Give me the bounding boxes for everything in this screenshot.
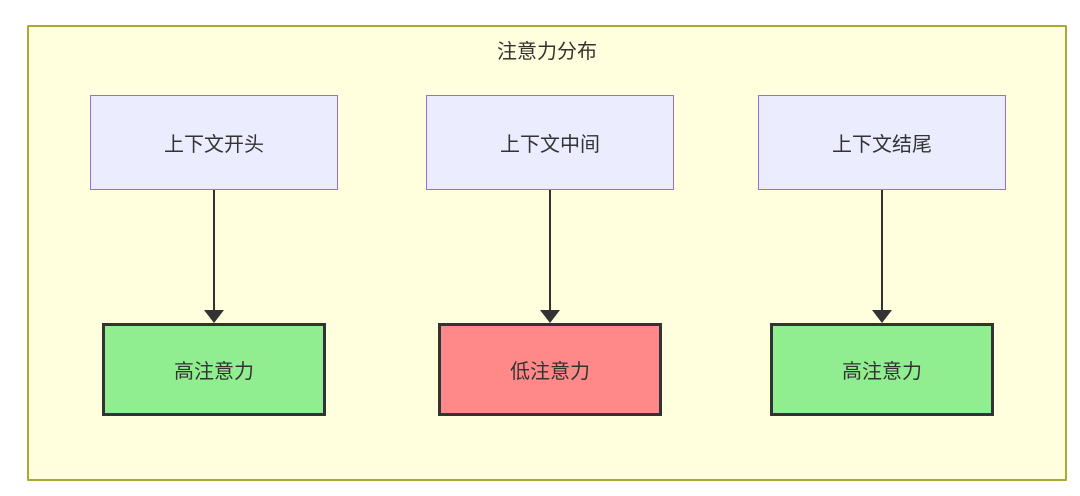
- arrow-line: [213, 190, 215, 310]
- node-context-start: 上下文开头: [90, 95, 338, 190]
- arrow-down: [204, 190, 224, 323]
- flow-column-context-middle: 上下文中间 低注意力: [426, 95, 674, 416]
- node-context-middle-label: 上下文中间: [500, 132, 600, 156]
- arrowhead-icon: [872, 310, 892, 323]
- arrow-line: [549, 190, 551, 310]
- arrowhead-icon: [540, 310, 560, 323]
- diagram-title: 注意力分布: [497, 39, 597, 63]
- node-high-attention-right: 高注意力: [770, 323, 994, 416]
- node-high-attention-right-label: 高注意力: [842, 359, 922, 383]
- node-context-middle: 上下文中间: [426, 95, 674, 190]
- arrowhead-icon: [204, 310, 224, 323]
- node-context-end-label: 上下文结尾: [832, 132, 932, 156]
- node-context-end: 上下文结尾: [758, 95, 1006, 190]
- node-high-attention-left-label: 高注意力: [174, 359, 254, 383]
- arrow-down: [872, 190, 892, 323]
- node-context-start-label: 上下文开头: [164, 132, 264, 156]
- subgraph-container: 注意力分布 上下文开头 高注意力 上下文中间 低注意力: [27, 25, 1067, 481]
- arrow-line: [881, 190, 883, 310]
- node-high-attention-left: 高注意力: [102, 323, 326, 416]
- node-low-attention: 低注意力: [438, 323, 662, 416]
- flow-column-context-start: 上下文开头 高注意力: [90, 95, 338, 416]
- flow-column-context-end: 上下文结尾 高注意力: [758, 95, 1006, 416]
- node-low-attention-label: 低注意力: [510, 359, 590, 383]
- arrow-down: [540, 190, 560, 323]
